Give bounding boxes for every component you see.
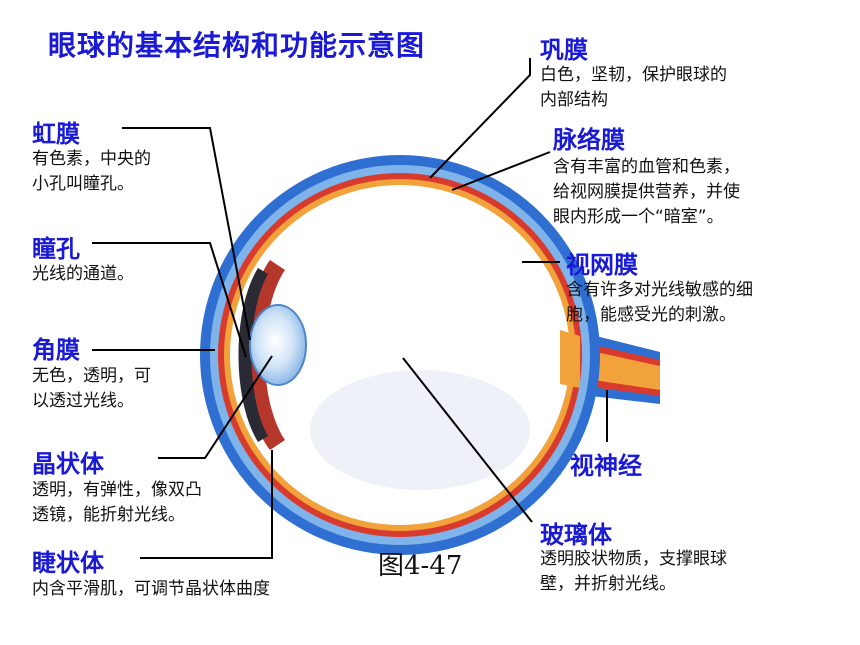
vitreous-shading: [310, 370, 530, 490]
desc-iris: 有色素，中央的 小孔叫瞳孔。: [32, 149, 151, 194]
leader-vitreous: [402, 357, 533, 523]
label-retina: 视网膜: [566, 251, 638, 279]
leader-pupil: [92, 242, 247, 358]
desc-retina: 含有许多对光线敏感的细 胞，能感受光的刺激。: [566, 280, 753, 325]
ciliary-body-shape: [246, 260, 285, 450]
leader-lens: [158, 355, 273, 459]
label-optic-nerve: 视神经: [570, 452, 642, 480]
label-vitreous: 玻璃体: [540, 521, 612, 549]
desc-ciliary: 内含平滑肌，可调节晶状体曲度: [32, 579, 270, 599]
lens-shape: [249, 304, 307, 386]
label-pupil: 瞳孔: [32, 235, 80, 263]
leader-choroid: [451, 151, 551, 191]
desc-lens: 透明，有弹性，像双凸 透镜，能折射光线。: [32, 480, 202, 525]
desc-sclera: 白色，坚韧，保护眼球的 内部结构: [540, 65, 727, 110]
label-ciliary: 睫状体: [32, 549, 104, 577]
figure-caption: 图4-47: [378, 551, 463, 581]
desc-vitreous: 透明胶状物质，支撑眼球 壁，并折射光线。: [540, 549, 727, 594]
leader-iris: [122, 127, 251, 341]
leader-sclera: [429, 58, 531, 179]
label-choroid: 脉络膜: [553, 126, 625, 154]
label-iris: 虹膜: [32, 120, 80, 148]
leader-lines: [92, 58, 608, 559]
leader-ciliary: [140, 450, 273, 559]
desc-choroid: 含有丰富的血管和色素， 给视网膜提供营养，并使 眼内形成一个“暗室”。: [553, 157, 740, 227]
iris-shape: [238, 268, 268, 442]
desc-pupil: 光线的通道。: [32, 264, 134, 284]
diagram-title: 眼球的基本结构和功能示意图: [48, 29, 426, 62]
label-lens: 晶状体: [32, 450, 104, 478]
desc-cornea: 无色，透明，可 以透过光线。: [32, 366, 151, 411]
label-sclera: 巩膜: [540, 36, 588, 64]
label-cornea: 角膜: [32, 336, 80, 364]
